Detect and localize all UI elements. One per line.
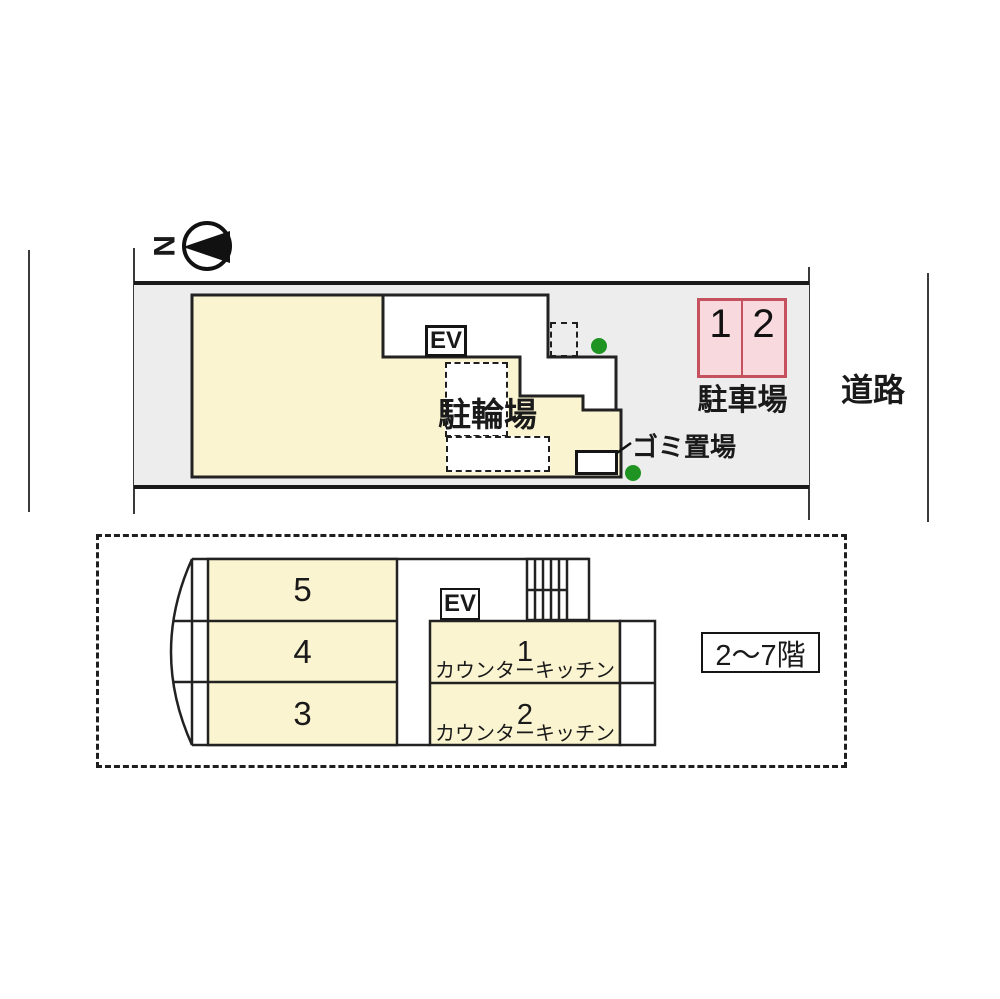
garbage-box [575, 450, 618, 475]
parking-stall-number: 2 [752, 302, 775, 346]
property-line-far-left [28, 250, 30, 512]
road-label: 道路 [840, 372, 905, 408]
utility-dashed-box [550, 322, 578, 357]
parking-area: 1 2 [697, 298, 787, 378]
garbage-label: ゴミ置場 [631, 432, 736, 462]
tree-icon [591, 338, 607, 354]
floor-plan-dashed-boundary [96, 534, 847, 768]
room-3-label: 3 [293, 695, 312, 732]
property-line-site-right [808, 267, 810, 520]
parking-stall-2: 2 [743, 301, 784, 375]
bicycle-parking-label: 駐輪場 [438, 396, 537, 433]
north-label: N [147, 235, 180, 257]
floor-elevator-label: EV [443, 590, 476, 617]
north-arrow-icon [182, 221, 232, 271]
room-5-label: 5 [293, 571, 312, 608]
site-elevator-box: EV [425, 325, 467, 357]
parking-label: 駐車場 [697, 384, 788, 417]
floors-range-label: 2～7階 [715, 639, 806, 672]
parking-stall-1: 1 [700, 301, 743, 375]
floors-range-box: 2～7階 [701, 632, 820, 673]
room-1-kitchen-label: カウンターキッチン [435, 660, 615, 682]
property-line-far-right [927, 273, 929, 522]
room-2-kitchen-label: カウンターキッチン [435, 723, 615, 745]
room-4-label: 4 [293, 633, 312, 670]
bicycle-parking-dashed-box-lower [446, 436, 550, 472]
site-elevator-label: EV [429, 327, 462, 354]
floor-elevator-box: EV [440, 588, 480, 620]
tree-icon [625, 465, 641, 481]
parking-stall-number: 1 [709, 302, 732, 346]
